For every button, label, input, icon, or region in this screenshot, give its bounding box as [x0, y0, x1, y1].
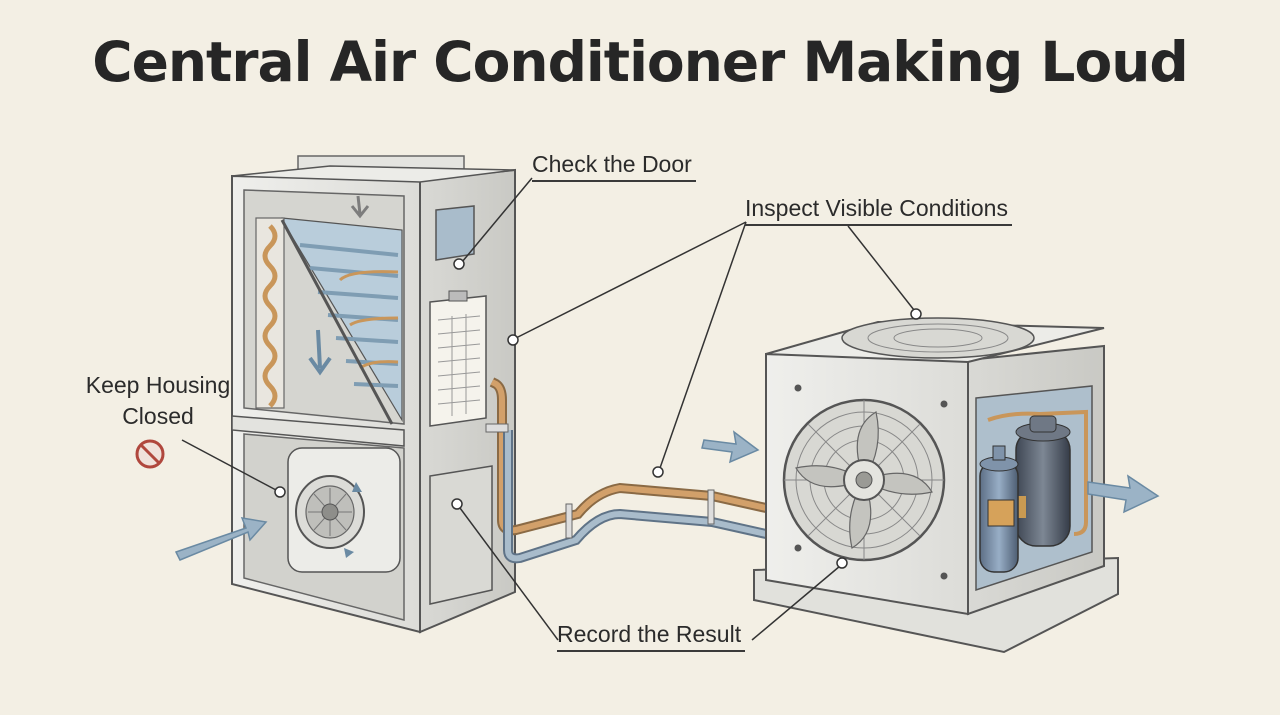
indoor-air-handler: [174, 155, 516, 634]
inspect-visible-conditions-label: Inspect Visible Conditions: [745, 194, 1012, 226]
outdoor-condenser: [701, 317, 1160, 654]
access-door-panel: [435, 205, 475, 261]
clipboard-icon: [429, 290, 487, 427]
page-title: Central Air Conditioner Making Loud: [92, 30, 1189, 94]
airflow-out-arrow-icon: [1087, 474, 1160, 514]
label-line-2: Closed: [122, 403, 194, 429]
prohibition-icon: [135, 439, 165, 469]
keep-housing-closed-label: Keep Housing Closed: [58, 370, 258, 432]
refrigerant-lines: [485, 377, 768, 564]
compressor: [1015, 415, 1071, 547]
callout-leaders: [181, 177, 922, 641]
airflow-arrow-icon: [174, 517, 268, 561]
copper-coil: [262, 224, 278, 408]
check-door-label: Check the Door: [532, 150, 696, 182]
condenser-fan: [782, 384, 948, 580]
airflow-in-arrow-icon: [701, 430, 760, 464]
record-result-label: Record the Result: [557, 620, 746, 652]
lower-service-panel: [429, 465, 493, 605]
label-line-1: Keep Housing: [85, 372, 231, 398]
blower-assembly: [287, 447, 401, 573]
accumulator: [979, 445, 1019, 573]
